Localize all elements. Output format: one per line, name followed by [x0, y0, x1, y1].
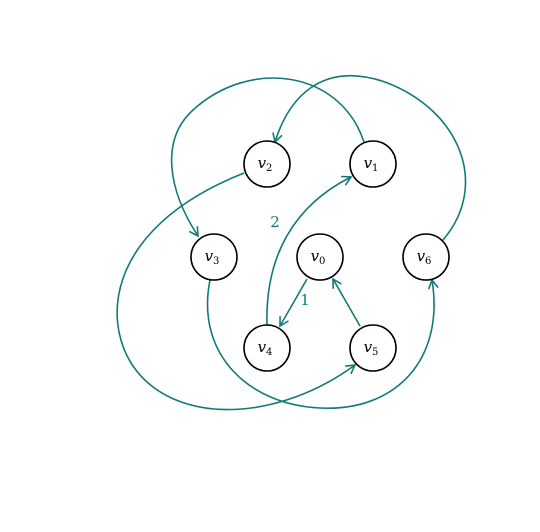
node-label: v0 — [311, 247, 326, 267]
edge-label-v4-v1: 2 — [270, 213, 280, 231]
node-v4: v4 — [243, 324, 291, 372]
edge-v6-to-v2 — [272, 75, 467, 241]
node-v3: v3 — [190, 233, 238, 281]
node-v6: v6 — [402, 233, 450, 281]
node-v0: v0 — [296, 233, 344, 281]
node-label: v5 — [364, 338, 379, 358]
node-v5: v5 — [349, 324, 397, 372]
node-circle — [402, 233, 450, 281]
node-v1: v1 — [349, 140, 397, 188]
node-label: v6 — [417, 247, 432, 267]
node-label: v1 — [364, 154, 379, 174]
node-circle — [190, 233, 238, 281]
node-circle — [349, 140, 397, 188]
nodes-layer: v0 v1 v2 v3 v4 v5 v6 — [190, 140, 450, 372]
edge-v3-to-v6 — [206, 278, 439, 409]
node-label: v2 — [258, 154, 273, 174]
node-label: v3 — [205, 247, 220, 267]
edge-v5-to-v0 — [332, 277, 361, 327]
edges-layer: 12 — [116, 75, 467, 411]
node-circle — [349, 324, 397, 372]
edge-v4-to-v1 — [266, 175, 353, 326]
node-circle — [243, 324, 291, 372]
node-v2: v2 — [243, 140, 291, 188]
edge-v2-to-v3 — [116, 172, 357, 411]
node-circle — [243, 140, 291, 188]
edge-label-v0-v4: 1 — [300, 291, 310, 309]
edge-v0-to-v4 — [279, 278, 308, 328]
node-circle — [296, 233, 344, 281]
node-label: v4 — [258, 338, 273, 358]
edge-v1-to-v2 — [170, 77, 365, 238]
